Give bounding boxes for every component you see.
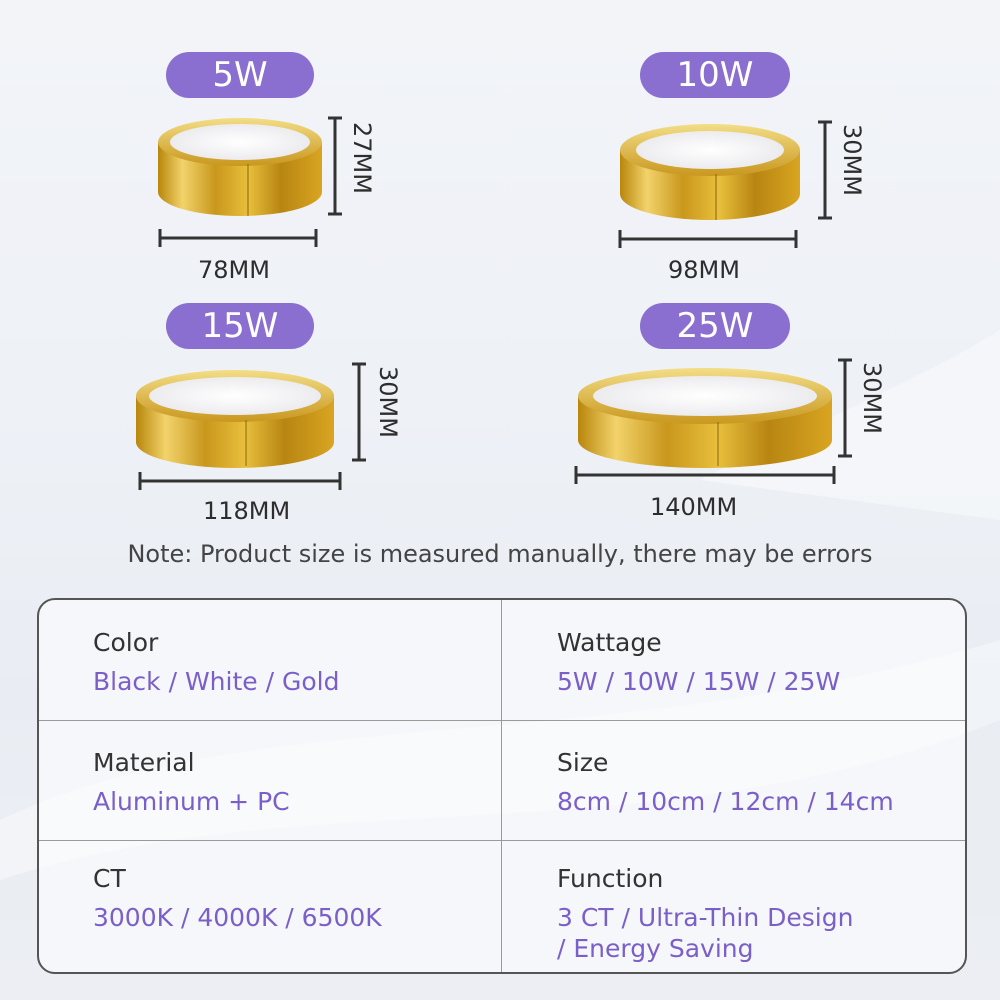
measurement-note: Note: Product size is measured manually,… [127, 540, 873, 568]
width-label-10w: 98MM [668, 256, 740, 284]
row-divider [39, 720, 965, 721]
downlight-25w-image [578, 368, 832, 468]
spec-label-wattage: Wattage [557, 628, 662, 657]
width-label-15w: 118MM [203, 497, 291, 525]
spec-label-function: Function [557, 864, 664, 893]
downlight-15w-image [136, 370, 334, 468]
spec-value-wattage: 5W / 10W / 15W / 25W [557, 667, 841, 696]
width-label-25w: 140MM [650, 493, 738, 521]
height-label-10w: 30MM [838, 124, 866, 196]
wattage-badge-5w: 5W [166, 52, 314, 98]
downlight-10w-image [620, 124, 800, 220]
height-dimension-line-25w [838, 358, 852, 458]
downlight-5w-image [158, 118, 322, 216]
spec-value-size: 8cm / 10cm / 12cm / 14cm [557, 787, 894, 816]
wattage-badge-25w: 25W [640, 303, 790, 349]
height-dimension-line-5w [328, 116, 342, 216]
spec-value-color: Black / White / Gold [93, 667, 340, 696]
row-divider [39, 840, 965, 841]
height-dimension-line-15w [352, 362, 366, 462]
spec-label-ct: CT [93, 864, 126, 893]
width-dimension-line-5w [158, 229, 318, 247]
spec-value-ct: 3000K / 4000K / 6500K [93, 903, 382, 932]
spec-value-function-line2: / Energy Saving [557, 934, 754, 963]
column-divider [501, 720, 502, 840]
column-divider [501, 840, 502, 972]
column-divider [501, 600, 502, 720]
height-label-25w: 30MM [858, 362, 886, 434]
spec-label-material: Material [93, 748, 195, 777]
height-label-5w: 27MM [348, 122, 376, 194]
wattage-badge-15w: 15W [166, 303, 314, 349]
spec-value-function-line1: 3 CT / Ultra-Thin Design [557, 903, 854, 932]
spec-label-size: Size [557, 748, 609, 777]
spec-table: Color Black / White / Gold Wattage 5W / … [37, 598, 967, 974]
wattage-badge-10w: 10W [640, 52, 790, 98]
spec-value-material: Aluminum + PC [93, 787, 290, 816]
width-dimension-line-25w [574, 466, 836, 484]
width-label-5w: 78MM [198, 256, 270, 284]
width-dimension-line-15w [138, 472, 342, 490]
height-dimension-line-10w [818, 120, 832, 220]
width-dimension-line-10w [618, 230, 798, 248]
height-label-15w: 30MM [374, 366, 402, 438]
spec-label-color: Color [93, 628, 159, 657]
